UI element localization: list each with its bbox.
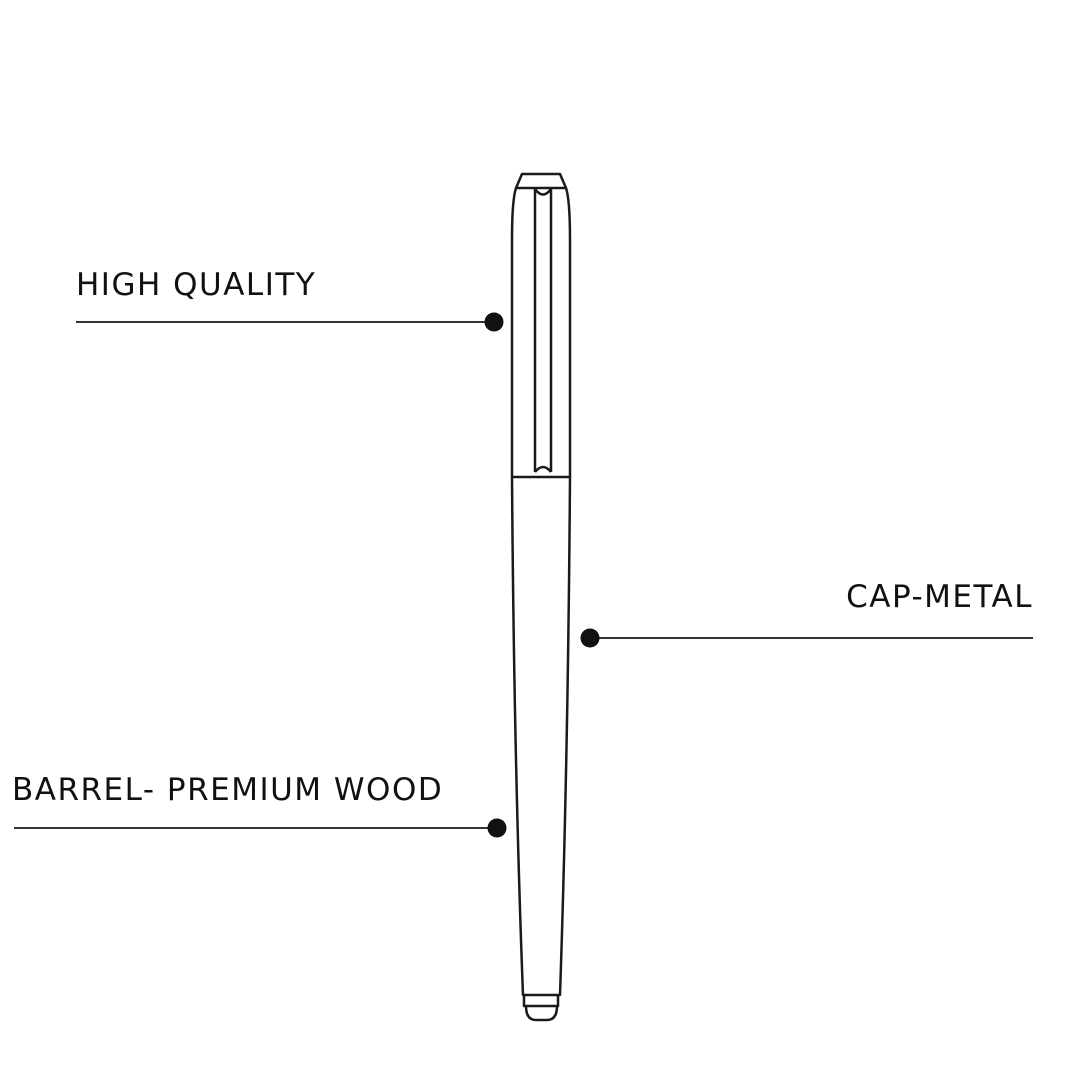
label-barrel: BARREL- PREMIUM WOOD <box>12 772 444 808</box>
callout-dot-cap-metal <box>580 628 600 648</box>
label-cap-metal: CAP-METAL <box>846 579 1033 615</box>
pen-clip <box>533 188 553 473</box>
pen-barrel <box>510 476 572 997</box>
pen-end-cap <box>522 995 560 1008</box>
callout-dot-high-quality <box>484 312 504 332</box>
callout-dot-barrel <box>487 818 507 838</box>
pen-top-finial <box>514 172 568 190</box>
pen-end-tip <box>524 1005 559 1022</box>
pen-cap <box>510 187 572 479</box>
label-high-quality: HIGH QUALITY <box>76 267 317 303</box>
